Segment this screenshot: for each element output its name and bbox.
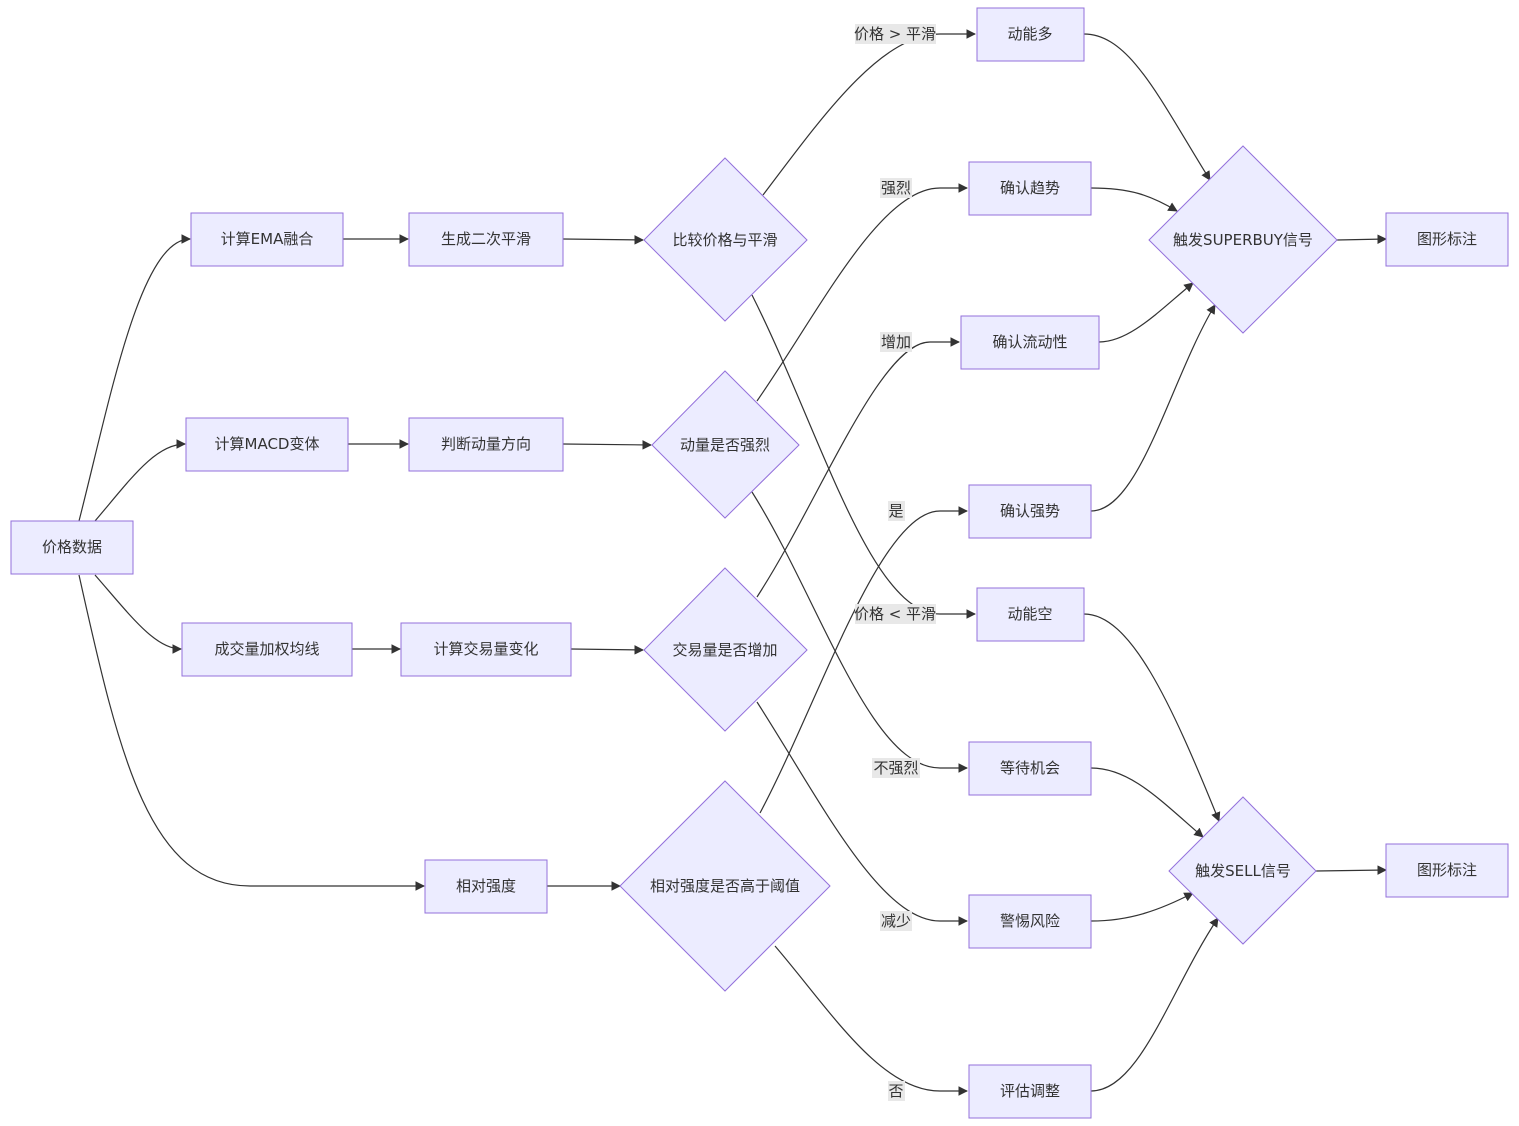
node-confirm-trend: 确认趋势 xyxy=(968,161,1092,216)
node-mark-buy: 图形标注 xyxy=(1385,212,1509,267)
svg-text:触发SELL信号: 触发SELL信号 xyxy=(1195,862,1291,880)
edge-label-gt: 价格 > 平滑 xyxy=(854,24,936,44)
edge-strong-to-wait xyxy=(751,491,968,773)
node-evaluate: 评估调整 xyxy=(968,1064,1092,1119)
edge-label-increase: 增加 xyxy=(880,332,912,352)
edge-above-to-strength xyxy=(759,506,968,814)
edge-sell-to-mark xyxy=(1315,865,1387,875)
node-alert-risk: 警惕风险 xyxy=(968,894,1092,949)
edge-judge-to-strong xyxy=(562,440,652,450)
svg-text:成交量加权均线: 成交量加权均线 xyxy=(214,640,319,658)
svg-text:计算EMA融合: 计算EMA融合 xyxy=(221,230,314,248)
node-calc-volume: 计算交易量变化 xyxy=(400,622,572,677)
svg-text:确认流动性: 确认流动性 xyxy=(992,333,1067,351)
svg-text:比较价格与平滑: 比较价格与平滑 xyxy=(672,231,777,249)
edge-strength-to-superbuy xyxy=(1090,304,1216,512)
svg-text:价格 < 平滑: 价格 < 平滑 xyxy=(854,605,936,623)
node-rs-above: 相对强度是否高于阈值 xyxy=(619,780,831,992)
svg-text:减少: 减少 xyxy=(881,912,911,930)
svg-text:交易量是否增加: 交易量是否增加 xyxy=(672,641,777,659)
edge-price-to-vwma xyxy=(94,574,182,654)
node-price-data: 价格数据 xyxy=(10,520,134,575)
svg-text:确认强势: 确认强势 xyxy=(1000,502,1060,520)
node-volume-increase: 交易量是否增加 xyxy=(643,567,808,732)
edge-bull-to-superbuy xyxy=(1083,33,1211,181)
svg-text:不强烈: 不强烈 xyxy=(873,759,918,777)
svg-text:价格数据: 价格数据 xyxy=(42,538,102,556)
svg-text:评估调整: 评估调整 xyxy=(1000,1082,1060,1100)
svg-text:判断动量方向: 判断动量方向 xyxy=(441,435,531,453)
node-mark-sell: 图形标注 xyxy=(1385,843,1509,898)
node-sell: 触发SELL信号 xyxy=(1168,796,1317,945)
edge-liquidity-to-superbuy xyxy=(1098,282,1194,343)
node-calc-ema: 计算EMA融合 xyxy=(190,212,344,267)
node-superbuy: 触发SUPERBUY信号 xyxy=(1148,145,1338,334)
edge-volume-to-increase xyxy=(570,645,644,655)
node-judge-momentum: 判断动量方向 xyxy=(408,417,564,472)
svg-text:图形标注: 图形标注 xyxy=(1417,861,1477,879)
edge-cmp-to-bull xyxy=(762,29,976,196)
svg-text:计算交易量变化: 计算交易量变化 xyxy=(433,640,538,658)
svg-text:动能多: 动能多 xyxy=(1007,25,1052,43)
edge-label-yes: 是 xyxy=(888,501,905,521)
node-confirm-strength: 确认强势 xyxy=(968,484,1092,539)
edge-smooth-to-cmp xyxy=(562,235,644,245)
node-confirm-liquidity: 确认流动性 xyxy=(960,315,1100,370)
edge-price-to-rs xyxy=(78,574,425,891)
svg-text:动量是否强烈: 动量是否强烈 xyxy=(680,436,770,454)
svg-text:警惕风险: 警惕风险 xyxy=(1000,912,1060,930)
edge-bear-to-sell xyxy=(1083,613,1221,822)
edge-label-strong: 强烈 xyxy=(880,178,912,198)
edge-above-to-evaluate xyxy=(774,945,968,1096)
svg-text:确认趋势: 确认趋势 xyxy=(1000,179,1060,197)
edge-superbuy-to-mark xyxy=(1336,234,1387,244)
edge-evaluate-to-sell xyxy=(1090,917,1219,1092)
svg-text:生成二次平滑: 生成二次平滑 xyxy=(441,230,531,248)
svg-text:动能空: 动能空 xyxy=(1007,605,1052,623)
svg-text:强烈: 强烈 xyxy=(881,179,911,197)
svg-text:计算MACD变体: 计算MACD变体 xyxy=(215,435,320,453)
edge-label-lt: 价格 < 平滑 xyxy=(854,604,936,624)
node-gen-smooth: 生成二次平滑 xyxy=(408,212,564,267)
node-bull: 动能多 xyxy=(976,7,1085,62)
node-rel-strength: 相对强度 xyxy=(424,859,548,914)
node-momentum-strong: 动量是否强烈 xyxy=(651,370,800,519)
svg-text:相对强度是否高于阈值: 相对强度是否高于阈值 xyxy=(650,877,800,895)
edge-trend-to-superbuy xyxy=(1090,187,1178,212)
edge-label-decrease: 减少 xyxy=(880,911,912,931)
edge-label-no: 否 xyxy=(888,1081,905,1101)
edge-increase-to-risk xyxy=(756,701,968,926)
svg-text:触发SUPERBUY信号: 触发SUPERBUY信号 xyxy=(1173,231,1313,249)
svg-text:图形标注: 图形标注 xyxy=(1417,230,1477,248)
svg-text:增加: 增加 xyxy=(881,333,911,351)
edge-price-to-macd xyxy=(94,439,186,522)
svg-text:价格 > 平滑: 价格 > 平滑 xyxy=(854,25,936,43)
edge-risk-to-sell xyxy=(1090,892,1194,922)
svg-text:否: 否 xyxy=(888,1082,903,1100)
node-bear: 动能空 xyxy=(976,587,1085,642)
edge-strong-to-trend xyxy=(756,183,968,402)
svg-text:相对强度: 相对强度 xyxy=(456,877,516,895)
node-vwma: 成交量加权均线 xyxy=(181,622,353,677)
svg-text:等待机会: 等待机会 xyxy=(1000,759,1060,777)
edge-wait-to-sell xyxy=(1090,767,1204,838)
edge-label-not-strong: 不强烈 xyxy=(872,758,920,778)
svg-text:是: 是 xyxy=(888,502,903,520)
node-calc-macd: 计算MACD变体 xyxy=(185,417,349,472)
edge-price-to-ema xyxy=(78,234,191,522)
node-wait: 等待机会 xyxy=(968,741,1092,796)
node-cmp-price: 比较价格与平滑 xyxy=(643,157,808,322)
edge-increase-to-liquidity xyxy=(756,337,960,598)
